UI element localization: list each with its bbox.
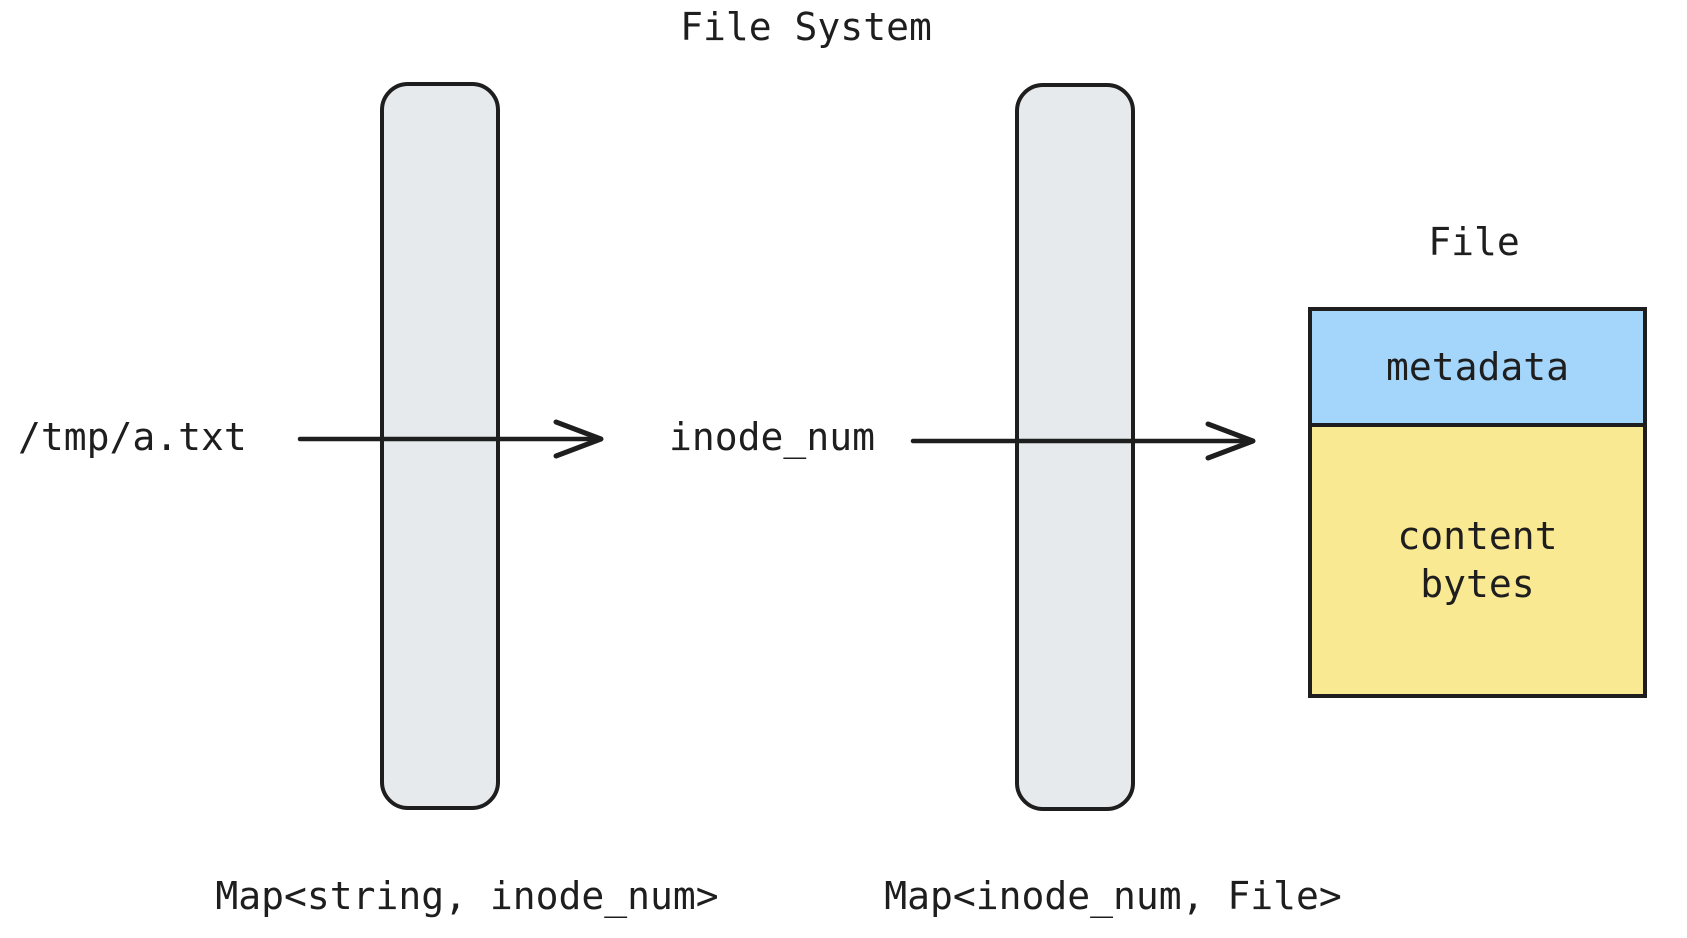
file-struct-box: metadata content bytes <box>1308 307 1647 698</box>
file-metadata-section: metadata <box>1312 311 1643 427</box>
path-label: /tmp/a.txt <box>18 415 247 459</box>
path-to-inode-map-shape <box>380 82 500 810</box>
content-bytes-label: content bytes <box>1397 514 1558 606</box>
file-content-section: content bytes <box>1312 427 1643 694</box>
map-inode-file-label: Map<inode_num, File> <box>884 874 1342 918</box>
map-string-inode-label: Map<string, inode_num> <box>215 874 719 918</box>
inode-to-file-map-shape <box>1015 83 1135 811</box>
diagram-title: File System <box>680 5 932 49</box>
inode-num-label: inode_num <box>669 415 875 459</box>
metadata-label: metadata <box>1385 345 1570 389</box>
file-title: File <box>1428 220 1520 264</box>
